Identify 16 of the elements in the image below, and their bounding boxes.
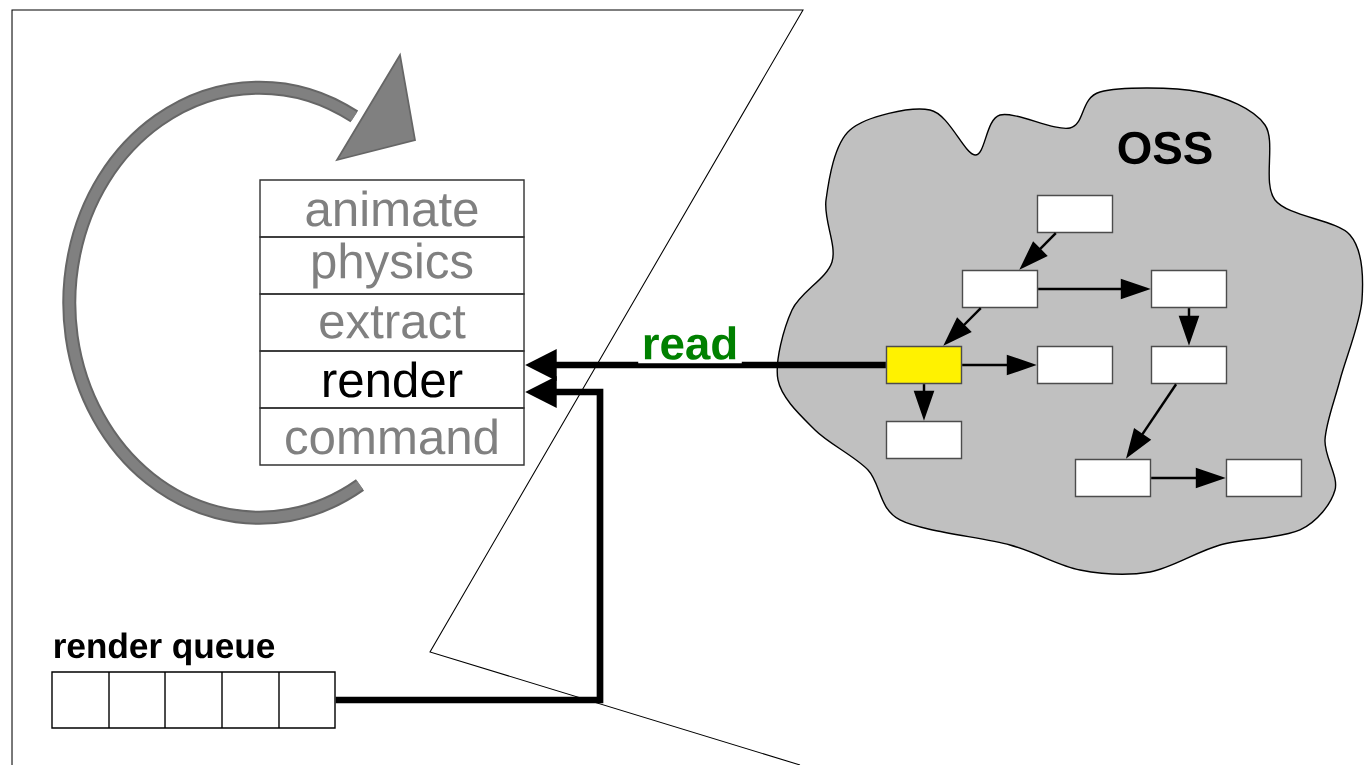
box [1150,269,1228,309]
box [1225,458,1303,498]
stack-cell: command [259,407,525,466]
queue-heading: render queue [55,632,275,666]
box [961,269,1039,309]
box [1150,345,1228,385]
stack-cell: animate [259,179,525,238]
stack-cell: physics [259,236,525,295]
box [1036,194,1114,234]
stack-cell: render [259,350,525,409]
box [1074,458,1152,498]
edge-label: read [638,322,742,364]
stack-cell: extract [259,293,525,352]
box [1036,345,1114,385]
box [885,420,963,460]
box [885,345,963,385]
